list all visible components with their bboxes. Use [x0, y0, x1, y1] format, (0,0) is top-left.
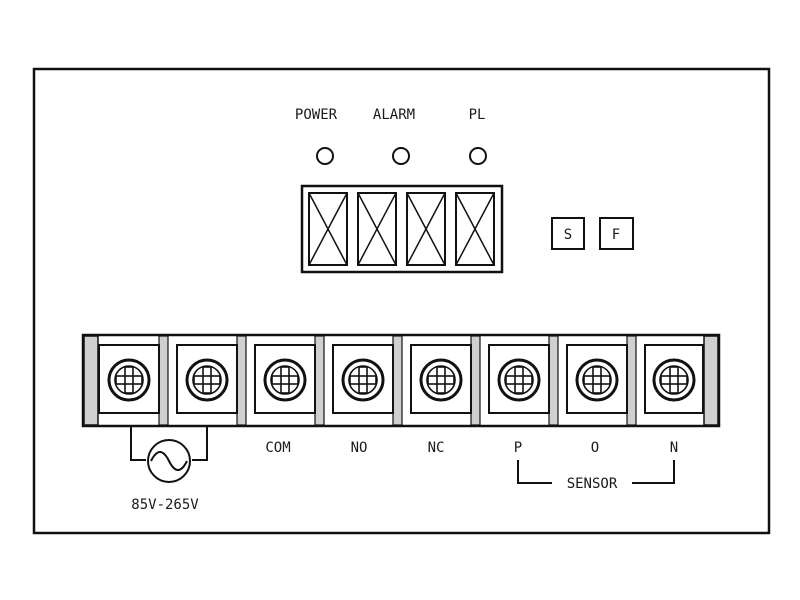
ac-source-icon	[147, 439, 191, 483]
display-digit	[308, 192, 348, 266]
display-digits	[308, 192, 495, 266]
terminal-label-o: O	[591, 440, 599, 456]
terminal-label-nc: NC	[428, 440, 445, 456]
terminal-screws	[98, 335, 704, 426]
sensor-bracket	[517, 460, 675, 484]
power-led-icon	[316, 147, 334, 165]
pl-led-icon	[469, 147, 487, 165]
terminal-screw-3	[254, 335, 325, 426]
display-digit	[357, 192, 397, 266]
terminal-screw-5	[410, 335, 481, 426]
terminal-screw-6	[488, 335, 559, 426]
s-button[interactable]: S	[551, 217, 585, 250]
terminal-label-p: P	[514, 440, 522, 456]
display-digit	[406, 192, 446, 266]
terminal-screw-4	[332, 335, 403, 426]
alarm-led-icon	[392, 147, 410, 165]
terminal-label-com: COM	[265, 440, 290, 456]
display-digit	[455, 192, 495, 266]
display-window	[300, 184, 504, 274]
power-input-wiring	[130, 426, 208, 483]
terminal-label-no: NO	[351, 440, 368, 456]
s-button-label: S	[564, 227, 572, 243]
indicator-label-alarm: ALARM	[373, 107, 415, 123]
sensor-group-label: SENSOR	[567, 476, 618, 492]
f-button-label: F	[612, 227, 620, 243]
terminal-screw-2	[176, 335, 247, 426]
terminal-label-n: N	[670, 440, 678, 456]
power-supply-label: 85V-265V	[131, 497, 199, 513]
terminal-screw-1	[98, 335, 169, 426]
terminal-screw-7	[566, 335, 637, 426]
panel-frame	[32, 67, 771, 535]
f-button[interactable]: F	[599, 217, 634, 250]
indicator-label-power: POWER	[295, 107, 338, 123]
terminal-screw-8	[644, 344, 704, 414]
indicator-label-pl: PL	[469, 107, 486, 123]
